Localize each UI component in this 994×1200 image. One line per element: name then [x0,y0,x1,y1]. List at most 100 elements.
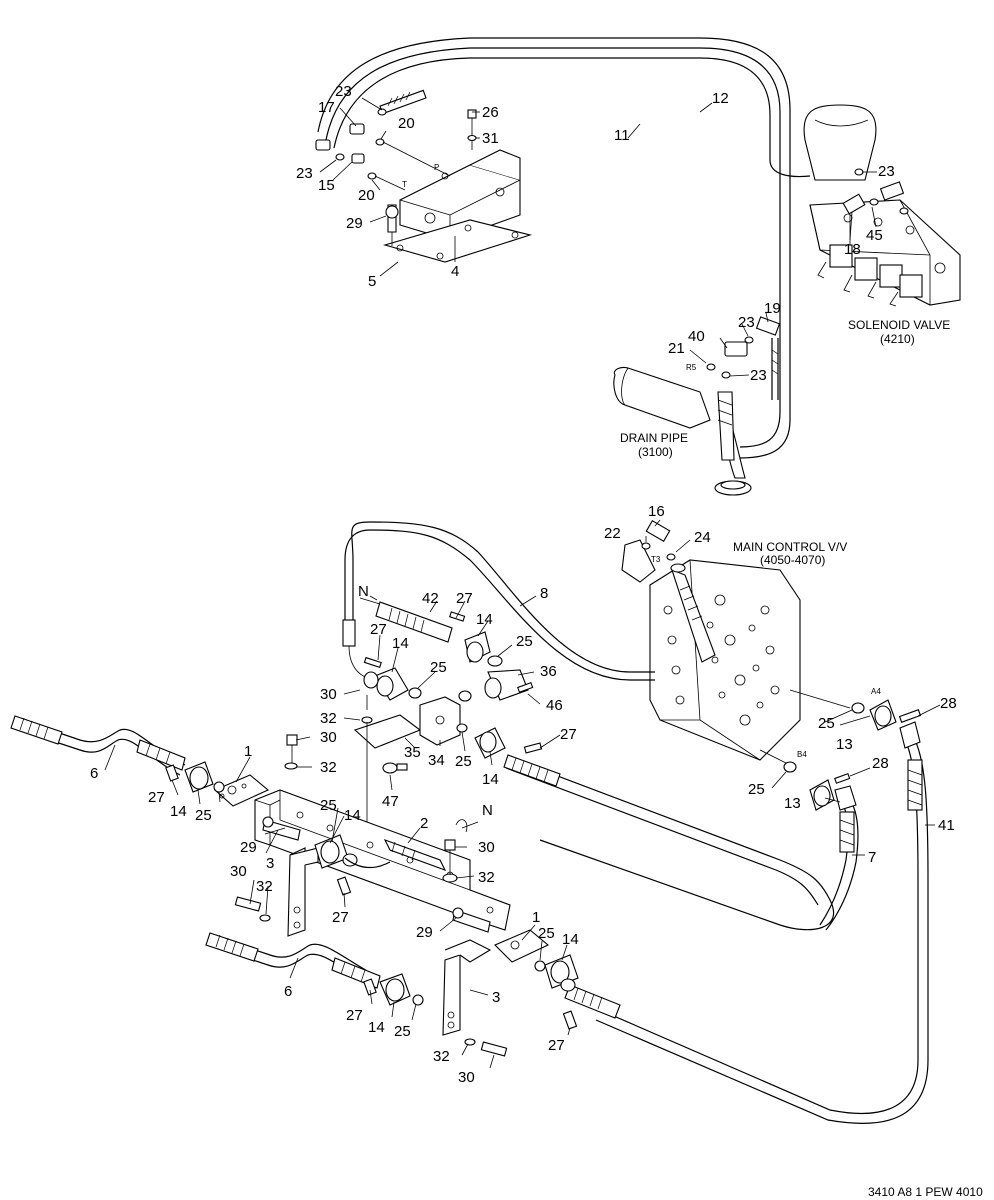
part-30: 30 [320,729,337,746]
valve-block-4 [374,109,533,263]
part-25: 25 [320,797,337,814]
part-21: 21 [668,340,685,357]
part-14: 14 [392,635,409,652]
part-27: 27 [456,590,473,607]
part-8: 8 [540,585,548,602]
part-30: 30 [458,1069,475,1086]
part-47: 47 [382,793,399,810]
part-32: 32 [256,878,273,895]
bracket-flanges [234,734,579,1057]
part-27: 27 [332,909,349,926]
part-13: 13 [836,736,853,753]
part-5: 5 [368,273,376,290]
leader-lines [104,97,941,1069]
part-7: 7 [868,849,876,866]
break-mark-n: N [358,583,369,600]
solenoid-valve-label: SOLENOID VALVE [848,318,950,332]
break-marks [369,595,479,833]
pipe-6-upper [10,715,225,793]
part-2: 2 [420,815,428,832]
part-13: 13 [784,795,801,812]
part-25: 25 [538,925,555,942]
part-19: 19 [764,300,781,317]
port-t-label: T [402,180,407,189]
part-46: 46 [546,697,563,714]
part-30: 30 [230,863,247,880]
part-1: 1 [532,909,540,926]
part-14: 14 [482,771,499,788]
part-6: 6 [90,765,98,782]
part-27: 27 [548,1037,565,1054]
pipe-11-12 [317,37,811,459]
bracket-2 [213,774,550,1036]
break-mark-n: N [482,802,493,819]
part-27: 27 [148,789,165,806]
part-24: 24 [694,529,711,546]
component-labels: SOLENOID VALVE (4210) DRAIN PIPE (3100) … [358,163,983,1199]
port-a4-label: A4 [871,687,881,696]
part-34: 34 [428,752,445,769]
pipe-6-lower [205,932,424,1006]
part-29: 29 [240,839,257,856]
middle-fittings [353,597,543,835]
part-1: 1 [244,743,252,760]
part-12: 12 [712,90,729,107]
part-14: 14 [368,1019,385,1036]
part-30: 30 [320,686,337,703]
part-29: 29 [346,215,363,232]
port-t3-label: T3 [651,555,661,564]
part-17: 17 [318,99,335,116]
part-28: 28 [872,755,889,772]
part-35: 35 [404,744,421,761]
part-16: 16 [648,503,665,520]
part-23: 23 [335,83,352,100]
solenoid-valve [803,104,961,307]
part-14: 14 [476,611,493,628]
part-23: 23 [878,163,895,180]
part-31: 31 [482,130,499,147]
part-30: 30 [478,839,495,856]
part-14: 14 [344,807,361,824]
part-25: 25 [394,1023,411,1040]
part-25: 25 [455,753,472,770]
solenoid-valve-code: (4210) [880,332,915,346]
part-6: 6 [284,983,292,1000]
part-23: 23 [750,367,767,384]
upper-fittings [315,89,427,180]
part-45: 45 [866,227,883,244]
part-25: 25 [516,633,533,650]
port-r5-label: R5 [686,363,697,372]
part-11: 11 [614,127,630,144]
main-control-valve [621,520,865,773]
part-32: 32 [320,759,337,776]
part-25: 25 [430,659,447,676]
part-25: 25 [818,715,835,732]
part-32: 32 [433,1048,450,1065]
main-control-code: (4050-4070) [760,553,825,567]
part-23: 23 [296,165,313,182]
part-40: 40 [688,328,705,345]
port-p-label: P [434,163,439,172]
part-15: 15 [318,177,335,194]
part-28: 28 [940,695,957,712]
drain-pipe-label: DRAIN PIPE [620,431,688,445]
drain-pipe-code: (3100) [638,445,673,459]
footer-code: 3410 A8 1 PEW 4010 [868,1185,983,1199]
part-42: 42 [422,590,439,607]
part-14: 14 [170,803,187,820]
drain-pipe [613,316,781,496]
pipe-7 [503,754,859,931]
part-32: 32 [478,869,495,886]
part-23: 23 [738,314,755,331]
part-number-labels: 23 17 20 26 31 23 15 20 29 5 4 12 11 23 … [90,83,957,1086]
part-27: 27 [370,621,387,638]
part-26: 26 [482,104,499,121]
part-22: 22 [604,525,621,542]
part-41: 41 [938,817,955,834]
part-18: 18 [844,241,861,258]
port-b4-label: B4 [797,750,807,759]
part-20: 20 [398,115,415,132]
part-32: 32 [320,710,337,727]
part-20: 20 [358,187,375,204]
